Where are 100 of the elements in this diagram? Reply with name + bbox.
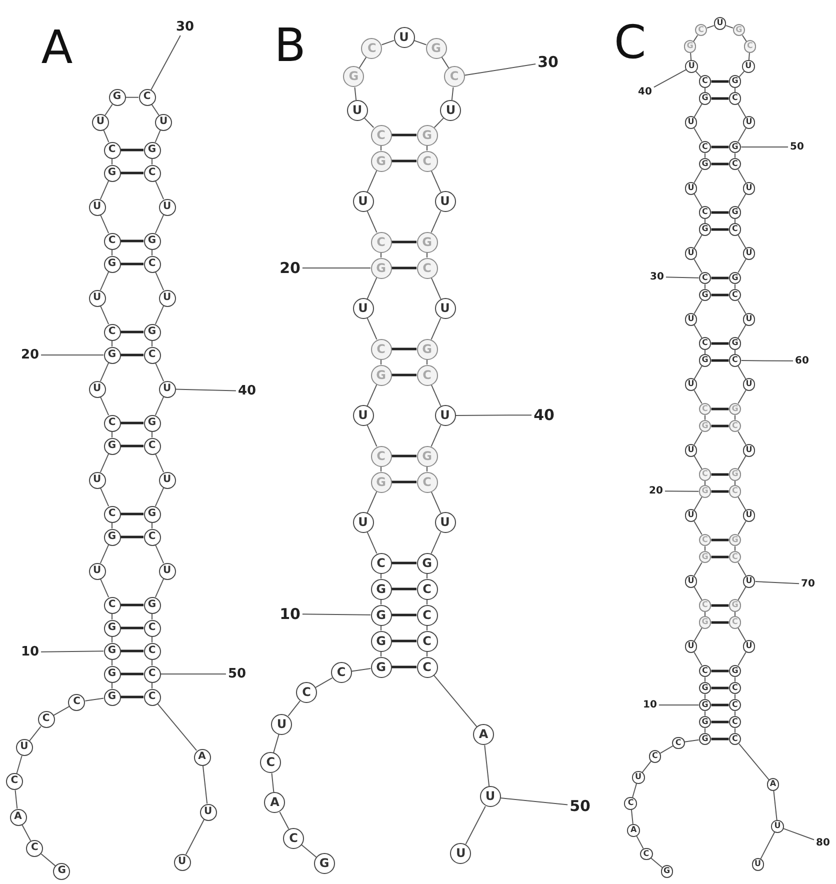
nucleotide-circle: G <box>698 288 712 302</box>
nucleotide-circle: U <box>158 562 176 580</box>
nucleotide-circle: C <box>444 66 465 88</box>
backbone-line <box>100 544 110 564</box>
backbone-line <box>426 573 428 579</box>
nucleotide-circle: G <box>370 364 392 386</box>
backbone-line <box>694 430 702 446</box>
nucleotide-circle: C <box>698 468 712 481</box>
base-pair-line <box>711 738 729 740</box>
base-pair-line <box>392 588 416 590</box>
backbone-line <box>690 52 692 61</box>
position-number: 30 <box>176 20 194 34</box>
nucleotide-circle: G <box>104 164 120 182</box>
base-pair-line <box>392 348 416 350</box>
backbone-line <box>380 573 382 579</box>
nucleotide-circle: U <box>742 444 756 457</box>
nucleotide-circle: U <box>714 17 726 30</box>
nucleotide-circle: C <box>416 258 438 278</box>
backbone-line <box>358 56 367 69</box>
backbone-line <box>301 844 317 858</box>
base-pair-line <box>711 686 729 690</box>
position-number: 10 <box>280 605 300 623</box>
nucleotide-circle: G <box>698 92 712 105</box>
nucleotide-circle: U <box>352 191 374 212</box>
nucleotide-circle: G <box>370 578 392 600</box>
backbone-line <box>426 599 428 605</box>
nucleotide-circle: C <box>138 88 156 106</box>
nucleotide-circle: G <box>728 664 742 678</box>
nucleotide-circle: C <box>416 364 438 386</box>
leader-line <box>150 35 181 90</box>
nucleotide-circle: G <box>104 256 120 272</box>
backbone-line <box>738 652 746 666</box>
nucleotide-circle: C <box>698 140 712 154</box>
nucleotide-circle: C <box>728 288 742 302</box>
nucleotide-circle: C <box>640 848 652 860</box>
backbone-line <box>738 586 746 601</box>
backbone-line <box>154 214 164 234</box>
nucleotide-circle: C <box>698 664 712 678</box>
nucleotide-circle: U <box>434 405 456 426</box>
nucleotide-circle: C <box>728 732 742 746</box>
nucleotide-circle: G <box>698 550 712 564</box>
leader-line <box>665 276 700 278</box>
leader-line <box>740 360 794 362</box>
base-pair-line <box>711 408 729 410</box>
position-number: 80 <box>816 838 830 848</box>
backbone-line <box>738 103 746 118</box>
backbone-line <box>100 487 110 507</box>
base-pair-line <box>711 359 729 362</box>
backbone-line <box>694 520 702 536</box>
backbone-line <box>202 764 208 804</box>
panel-letter: C <box>614 19 646 65</box>
backbone-line <box>40 853 56 866</box>
backbone-line <box>451 86 454 101</box>
base-pair-line <box>711 621 729 624</box>
nucleotide-circle: G <box>370 630 392 652</box>
base-pair-line <box>711 704 729 706</box>
nucleotide-circle: U <box>684 574 698 588</box>
backbone-line <box>156 703 198 751</box>
base-pair-line <box>711 294 729 296</box>
backbone-line <box>426 651 428 657</box>
backbone-line <box>738 324 746 339</box>
nucleotide-circle: G <box>416 446 438 466</box>
nucleotide-circle: C <box>104 142 120 158</box>
nucleotide-circle: C <box>361 38 382 59</box>
base-pair-line <box>120 240 144 242</box>
backbone-line <box>725 25 734 28</box>
backbone-line <box>694 103 702 118</box>
base-pair-line <box>711 670 729 672</box>
nucleotide-circle: C <box>283 828 304 849</box>
backbone-line <box>426 466 428 472</box>
backbone-line <box>100 271 110 291</box>
nucleotide-circle: U <box>742 378 756 392</box>
backbone-line <box>380 145 382 151</box>
nucleotide-circle: G <box>698 485 712 498</box>
nucleotide-circle: U <box>450 842 472 864</box>
backbone-line <box>100 180 110 200</box>
position-number: 50 <box>790 142 804 152</box>
base-pair-line <box>120 262 144 266</box>
backbone-line <box>694 652 702 666</box>
nucleotide-circle: G <box>728 75 742 88</box>
nucleotide-circle: C <box>698 402 712 416</box>
base-pair-line <box>711 604 729 607</box>
leader-line <box>658 704 700 706</box>
nucleotide-circle: G <box>104 346 120 364</box>
nucleotide-circle: U <box>92 114 109 131</box>
nucleotide-circle: G <box>698 420 712 432</box>
backbone-line <box>706 25 715 28</box>
nucleotide-circle: G <box>416 124 438 146</box>
nucleotide-circle: A <box>766 778 780 791</box>
base-pair-line <box>392 160 416 162</box>
nucleotide-circle: G <box>104 620 120 636</box>
nucleotide-circle: C <box>144 164 160 182</box>
backbone-line <box>366 210 378 233</box>
nucleotide-circle: U <box>200 804 216 820</box>
nucleotide-circle: U <box>685 60 698 73</box>
leader-line <box>464 63 536 76</box>
nucleotide-circle: U <box>88 290 106 306</box>
base-pair-line <box>711 97 729 100</box>
nucleotide-circle: G <box>684 40 696 53</box>
backbone-line <box>52 706 70 716</box>
